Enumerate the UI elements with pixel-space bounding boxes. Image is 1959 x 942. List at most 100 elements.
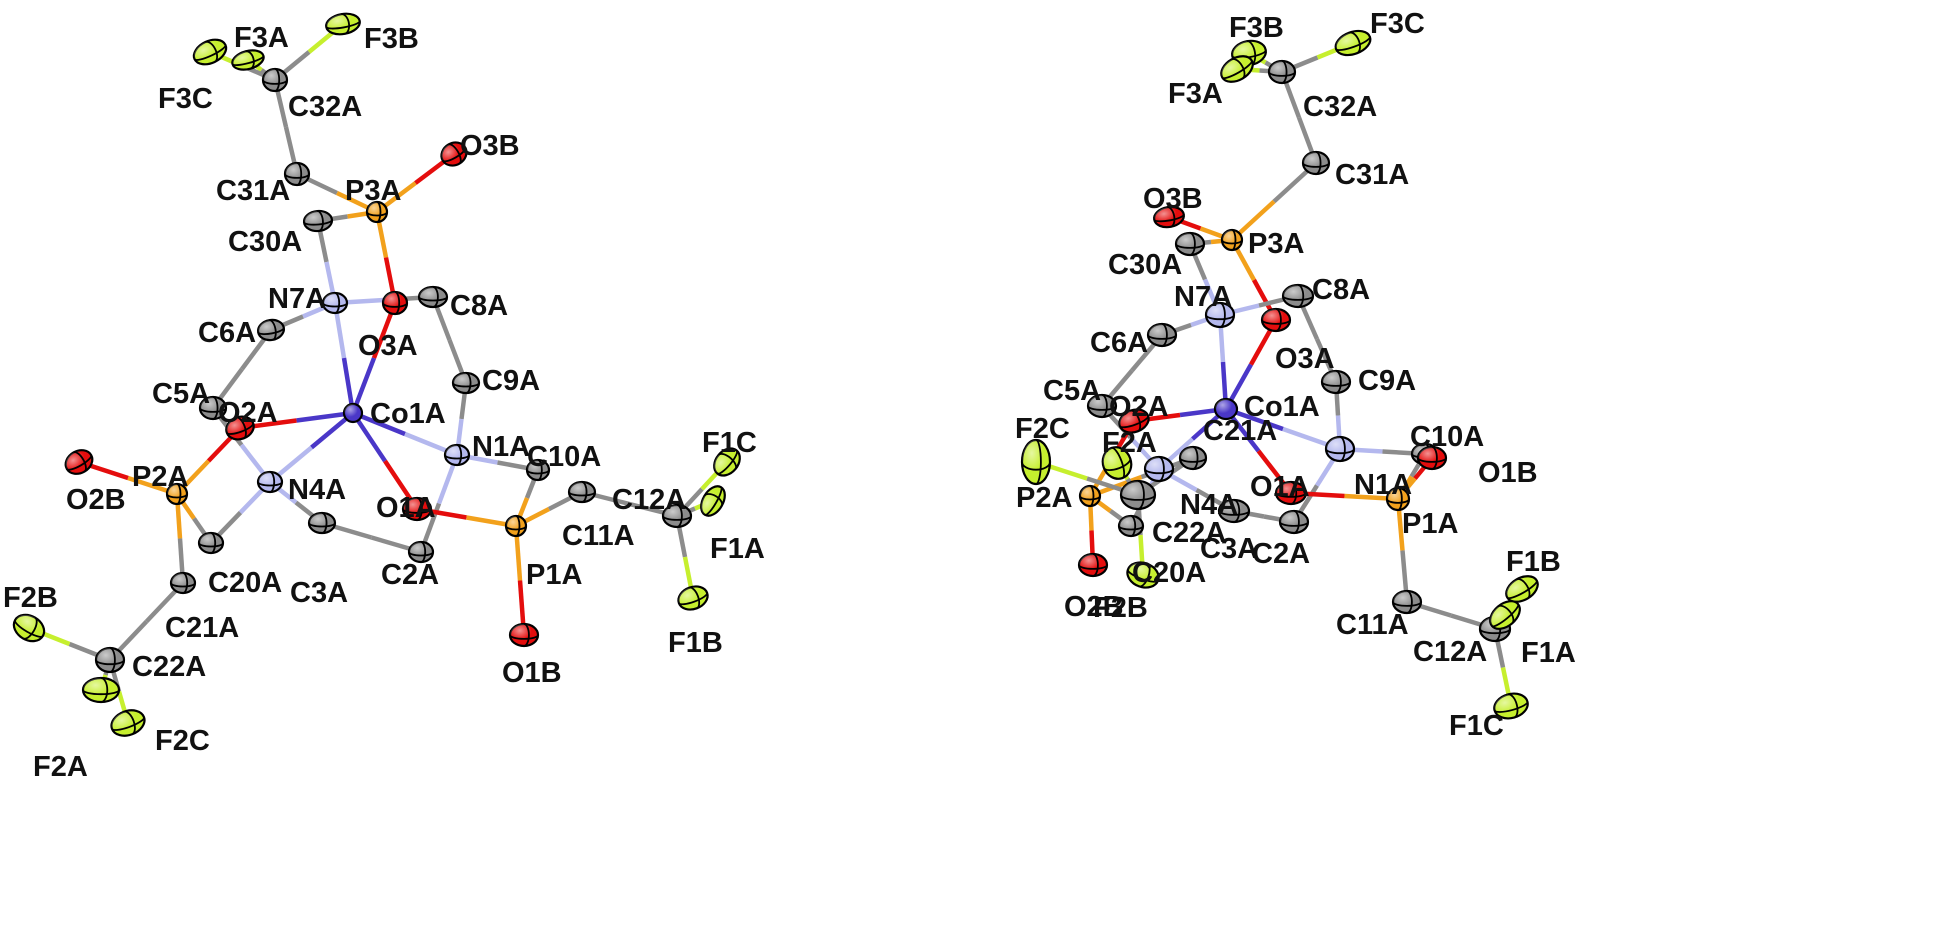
atom-label-n7a: N7A xyxy=(268,283,326,315)
atom-label-c12a: C12A xyxy=(1413,636,1487,668)
atom-c-c5a xyxy=(1086,393,1118,419)
atom-label-c3a: C3A xyxy=(290,577,348,609)
atom-label-f2a: F2A xyxy=(33,751,88,783)
atom-n-n1a xyxy=(443,443,471,467)
atom-o-o2a xyxy=(225,415,255,441)
atom-label-c9a: C9A xyxy=(482,365,540,397)
atom-label-co1a: Co1A xyxy=(370,398,446,430)
atom-label-f2b: F2B xyxy=(1093,592,1148,624)
atom-n-n4a xyxy=(1143,455,1175,483)
atom-label-c2a: C2A xyxy=(381,559,439,591)
atom-o-o1a xyxy=(401,496,433,522)
atom-c-c3a xyxy=(1217,498,1251,524)
atom-label-c2a: C2A xyxy=(1252,538,1310,570)
atom-label-c22a: C22A xyxy=(132,651,206,683)
atom-label-f3b: F3B xyxy=(1229,12,1284,44)
atom-n-n7a xyxy=(321,291,349,315)
atom-label-o1a: O1A xyxy=(1250,471,1310,503)
atom-label-f2c: F2C xyxy=(155,725,210,757)
atom-label-o2b: O2B xyxy=(1064,591,1124,623)
bonds xyxy=(28,22,729,724)
atom-o-o3a xyxy=(1260,307,1292,333)
atom-o-o1a xyxy=(1274,480,1308,506)
atom-label-f1a: F1A xyxy=(1521,637,1576,669)
atom-label-c12a: C12A xyxy=(612,484,686,516)
atom-label-c30a: C30A xyxy=(1108,249,1182,281)
atom-c-c22a xyxy=(94,646,126,674)
atom-c-c6a xyxy=(256,318,286,342)
atom-c-c2a xyxy=(407,540,435,564)
atom-o-o1b xyxy=(508,622,540,648)
atom-f-f2a xyxy=(1101,446,1133,480)
atom-label-c32a: C32A xyxy=(1303,91,1377,123)
atom-label-f2c: F2C xyxy=(1015,413,1070,445)
atom-label-c31a: C31A xyxy=(1335,159,1409,191)
atom-label-c5a: C5A xyxy=(1043,375,1101,407)
atom-c-c8a xyxy=(1281,283,1315,309)
atom-n-n1a xyxy=(1324,435,1356,463)
atom-o-o3a xyxy=(381,290,409,316)
atom-label-f1b: F1B xyxy=(1506,546,1561,578)
atom-c-c21a xyxy=(169,571,197,595)
atom-o-o2b xyxy=(1077,552,1109,578)
atom-label-c11a: C11A xyxy=(1336,609,1409,641)
atom-c-c22a xyxy=(1119,479,1157,511)
atom-label-n4a: N4A xyxy=(1180,489,1238,521)
atom-f-f3c xyxy=(1334,29,1372,57)
atom-p-p3a xyxy=(365,200,389,224)
atom-c-c31a xyxy=(1301,150,1331,176)
atom-label-o2b: O2B xyxy=(66,484,126,516)
atom-label-f3a: F3A xyxy=(234,22,289,54)
atom-label-c21a: C21A xyxy=(165,612,239,644)
atom-label-f1a: F1A xyxy=(710,533,765,565)
atom-label-co1a: Co1A xyxy=(1244,391,1320,423)
atoms xyxy=(12,12,741,737)
atom-label-c9a: C9A xyxy=(1358,365,1416,397)
atom-label-c31a: C31A xyxy=(216,175,290,207)
atom-label-o3b: O3B xyxy=(1143,183,1203,215)
atom-n-n7a xyxy=(1204,301,1236,329)
atom-p-p3a xyxy=(1220,228,1244,252)
atom-label-o3b: O3B xyxy=(460,130,520,162)
atom-label-o2a: O2A xyxy=(1109,391,1169,423)
atom-c-c10a xyxy=(525,458,551,482)
atom-label-o1a: O1A xyxy=(376,492,436,524)
atom-label-f3c: F3C xyxy=(1370,8,1425,40)
atom-label-f3c: F3C xyxy=(158,83,213,115)
atom-label-p2a: P2A xyxy=(132,461,188,493)
atom-c-c31a xyxy=(283,161,311,187)
atom-co-co1a xyxy=(342,402,364,424)
atom-label-c3a: C3A xyxy=(1200,533,1258,565)
atom-f-f1b xyxy=(1505,575,1539,603)
atom-c-c32a xyxy=(261,67,289,93)
atom-label-o1b: O1B xyxy=(1478,457,1538,489)
atom-label-c8a: C8A xyxy=(1312,274,1370,306)
atom-label-f2a: F2A xyxy=(1102,427,1157,459)
atom-f-f2a xyxy=(81,676,121,704)
atom-f-f3b xyxy=(325,12,361,36)
atom-c-c21a xyxy=(1178,445,1208,471)
atom-f-f1c xyxy=(1493,692,1529,720)
atom-p-p2a xyxy=(165,482,189,506)
atom-c-c20a xyxy=(197,531,225,555)
atom-label-o3a: O3A xyxy=(358,330,418,362)
atom-p-p1a xyxy=(504,514,528,538)
atom-p-p2a xyxy=(1078,484,1102,508)
atom-c-c30a xyxy=(1174,231,1206,257)
atom-label-f1c: F1C xyxy=(702,427,757,459)
atom-label-n7a: N7A xyxy=(1174,281,1232,313)
atom-co-co1a xyxy=(1213,397,1239,421)
atom-f-f1b xyxy=(677,585,709,611)
atom-label-f1b: F1B xyxy=(668,627,723,659)
atom-label-c30a: C30A xyxy=(228,226,302,258)
atom-f-f2c xyxy=(110,709,146,737)
atom-c-c11a xyxy=(1391,589,1423,615)
atom-c-c12a xyxy=(661,503,693,529)
atom-f-f1a xyxy=(1489,600,1521,630)
atom-label-o3a: O3A xyxy=(1275,343,1335,375)
atom-label-c5a: C5A xyxy=(152,378,210,410)
atom-label-c6a: C6A xyxy=(1090,327,1148,359)
